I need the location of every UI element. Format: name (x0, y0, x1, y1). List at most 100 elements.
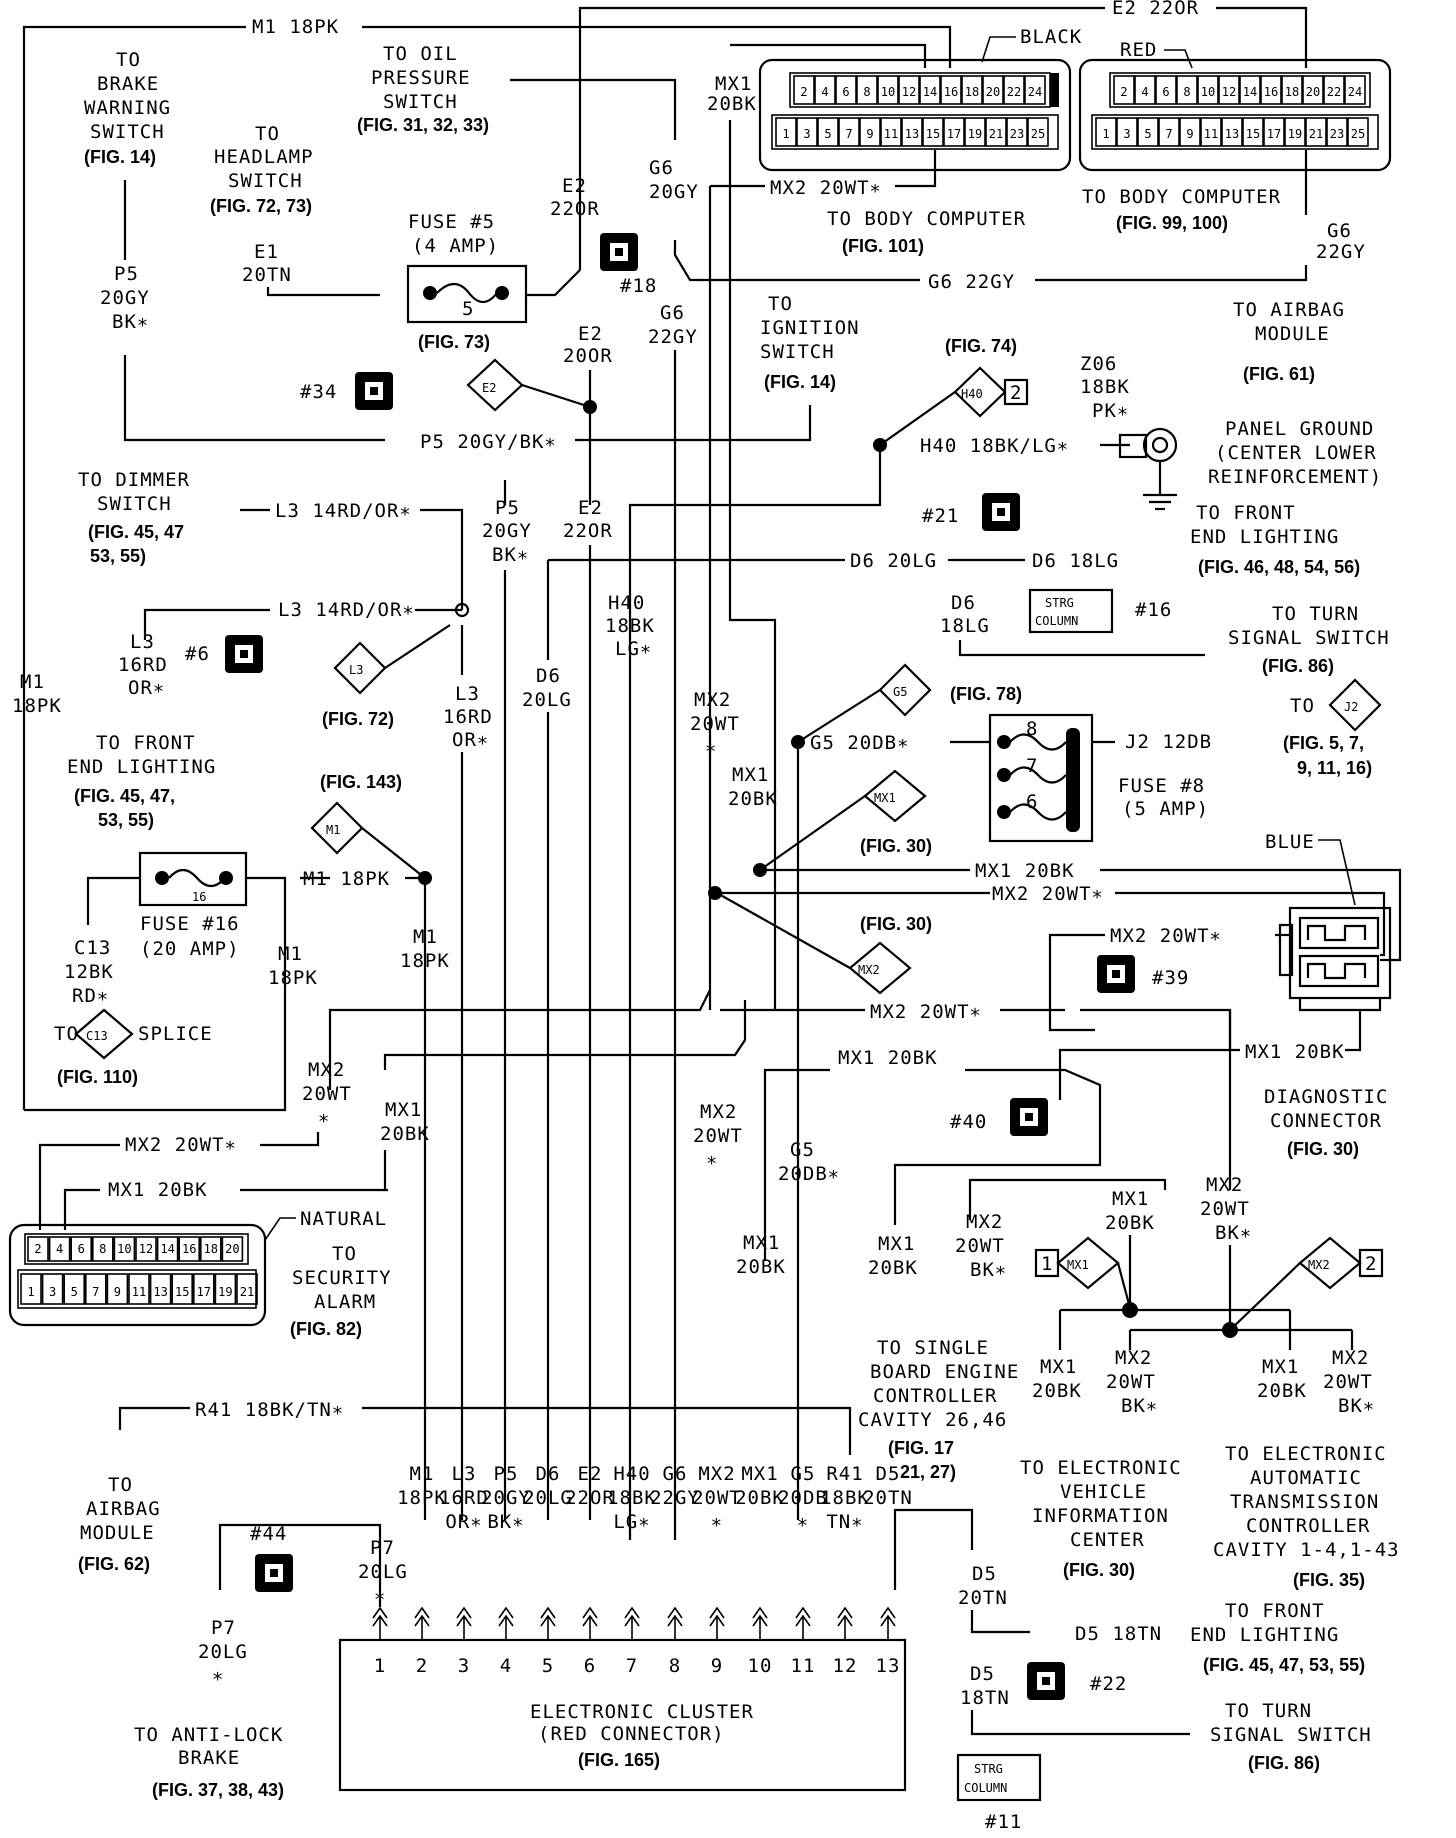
p5-left-2: 20GY (100, 287, 150, 309)
pin-label: 9 (1186, 127, 1193, 141)
mx2-eatx-2: 20WT (1323, 1371, 1373, 1393)
pin-cell (835, 75, 857, 105)
oil-label-1: TO OIL (383, 43, 458, 65)
cluster-pin-terminal (837, 1606, 853, 1619)
e2-20or-2: 20OR (563, 345, 613, 367)
pin-label: 12 (1222, 85, 1236, 99)
pin-cell (128, 1273, 150, 1305)
pin-label: 15 (1246, 127, 1260, 141)
pin-label: 2 (34, 1242, 41, 1256)
fuse16-2: (20 AMP) (140, 938, 240, 960)
svg-text:MX2: MX2 (1308, 1258, 1330, 1272)
pin-cell (1326, 117, 1348, 147)
d6-wire: D6 20LG (850, 550, 937, 572)
pin-label: 15 (926, 127, 940, 141)
cluster-wire-label: D6 (536, 1463, 561, 1485)
fe2-fig-2: 53, 55) (98, 810, 154, 830)
red-label: RED (1120, 39, 1157, 61)
blue-label: BLUE (1265, 831, 1315, 853)
g5v-2: 20DB∗ (778, 1163, 840, 1185)
cluster-wire-label: 20BK (735, 1487, 785, 1509)
mx1-mid-2: 20BK (728, 788, 778, 810)
pin-label: 6 (78, 1242, 85, 1256)
pin-cell (113, 1236, 136, 1262)
to-bc-99: TO BODY COMPUTER (1082, 186, 1281, 208)
pin-cell (796, 117, 818, 147)
svg-text:2: 2 (1010, 382, 1022, 404)
diag-2: CONNECTOR (1270, 1110, 1382, 1132)
e2-20or-1: E2 (578, 323, 603, 345)
p7low-2: 20LG (198, 1641, 248, 1663)
sbec-fig-1: (FIG. 17 (888, 1438, 954, 1458)
pin-cell (1305, 117, 1327, 147)
cluster-wire-label: 20TN (863, 1487, 913, 1509)
pin-cell (880, 117, 902, 147)
l3-left-3: OR∗ (128, 677, 165, 699)
connector-21-icon (982, 493, 1020, 531)
pin-label: 18 (965, 85, 979, 99)
cluster-pin-number: 3 (458, 1655, 470, 1677)
pin-cell (901, 117, 923, 147)
pin-cell (898, 75, 920, 105)
mx2v2-2: 20WT (693, 1125, 743, 1147)
svg-text:(FIG. 165): (FIG. 165) (578, 1750, 660, 1770)
mx1-tag-2: 1 MX1 (1034, 1236, 1132, 1309)
strg-1: STRG (1045, 596, 1074, 610)
fe3-2: END LIGHTING (1190, 1624, 1339, 1646)
cluster-column-labels: M118PKL316RDOR∗P520GYBK∗D620LGE222ORH401… (397, 1463, 913, 1533)
svg-text:C13: C13 (86, 1029, 108, 1043)
p5-left-1: P5 (114, 263, 139, 285)
mx1-left-1: MX1 (385, 1099, 422, 1121)
pin-cell (48, 1236, 71, 1262)
m1-top-wire: M1 18PK (22, 16, 952, 1110)
cluster-pin-terminal (709, 1606, 725, 1619)
pin-label: 17 (947, 127, 961, 141)
m1-left-1: M1 (20, 671, 45, 693)
fe2-fig-1: (FIG. 45, 47, (74, 786, 175, 806)
fe1-1: TO FRONT (1196, 502, 1296, 524)
cluster-pin-number: 9 (711, 1655, 723, 1677)
fuse8-1: FUSE #8 (1118, 775, 1205, 797)
pin-cell (236, 1273, 258, 1305)
ground-icon (1118, 427, 1178, 511)
d6-18: D6 18LG (1032, 550, 1119, 572)
h40v-3: LG∗ (615, 638, 652, 660)
pin-label: 1 (782, 127, 789, 141)
mx2-tag: MX2 (716, 892, 912, 995)
pin-cell (1006, 117, 1028, 147)
cluster-wire-label: L3 (452, 1463, 477, 1485)
pin-cell (221, 1236, 244, 1262)
strg2-1: STRG (974, 1762, 1003, 1776)
pin-label: 19 (218, 1285, 232, 1299)
pin-cell (149, 1273, 172, 1305)
e2-top-wire: E2 22OR (578, 0, 1308, 270)
m1-top-label: M1 18PK (252, 16, 339, 38)
pin-cell (92, 1236, 114, 1262)
cluster-pin-number: 5 (542, 1655, 554, 1677)
p5-left-3: BK∗ (112, 311, 149, 333)
j2-fig-1: (FIG. 5, 7, (1283, 733, 1364, 753)
cluster-wire-label: MX2 (698, 1463, 735, 1485)
strg11: #11 (985, 1811, 1022, 1833)
cluster-wire-label: H40 (613, 1463, 650, 1485)
svg-text:J2: J2 (1344, 700, 1358, 714)
d6-mid-1: D6 (536, 665, 561, 687)
cluster-pin-terminal (752, 1606, 768, 1619)
connector-18-icon (600, 233, 638, 271)
brake-label-1: TO (116, 49, 141, 71)
svg-text:ELECTRONIC CLUSTER: ELECTRONIC CLUSTER (530, 1701, 754, 1723)
h40-tag: H40 2 (953, 366, 1029, 418)
m1-right-1: M1 (278, 943, 303, 965)
cluster-wire-label: E2 (578, 1463, 603, 1485)
cluster-pin-terminal (498, 1606, 514, 1619)
l3-mid-2: 16RD (443, 706, 493, 728)
pin-label: 5 (1144, 127, 1151, 141)
pin-label: 16 (182, 1242, 196, 1256)
m1-left-2: 18PK (12, 695, 62, 717)
g6-22gy-h: G6 22GY (928, 271, 1015, 293)
strg2-2: COLUMN (964, 1781, 1007, 1795)
cluster-pin-terminal (880, 1606, 896, 1619)
mx2-eatx-top-2: 20WT (1200, 1198, 1250, 1220)
